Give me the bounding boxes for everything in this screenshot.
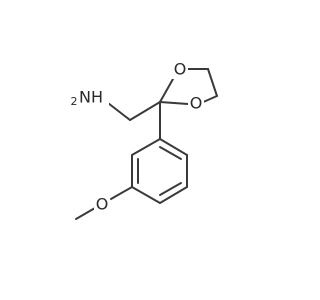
benzene-bond-3 xyxy=(159,186,188,204)
benzene-bond-1 xyxy=(159,138,188,156)
structure-svg: NH 2 O O O xyxy=(71,60,218,220)
molecule-diagram: NH 2 O O O xyxy=(70,59,218,220)
methoxy-o-label: O xyxy=(96,195,109,214)
benzene-bond-4 xyxy=(131,186,161,204)
dioxolane-o-right-label: O xyxy=(190,94,203,113)
bonds xyxy=(75,68,218,220)
amine-label: NH xyxy=(79,88,103,107)
benzene-double-2 xyxy=(159,182,182,196)
bond-cq-o1 xyxy=(159,78,174,103)
dioxolane-o-top-label: O xyxy=(174,60,187,79)
atom-labels: NH 2 O O O xyxy=(71,60,204,214)
bond-o2-cq xyxy=(159,101,189,105)
bond-omethoxy-ch3 xyxy=(75,207,96,220)
benzene-bond-6 xyxy=(131,138,161,156)
benzene-double-1 xyxy=(159,146,182,160)
bond-ar-omethoxy xyxy=(110,186,133,200)
amine-subscript: 2 xyxy=(71,95,78,108)
bond-ch2-cq xyxy=(129,101,161,121)
bond-n-ch2 xyxy=(107,102,131,121)
bond-ch2a-ch2b xyxy=(207,68,218,97)
